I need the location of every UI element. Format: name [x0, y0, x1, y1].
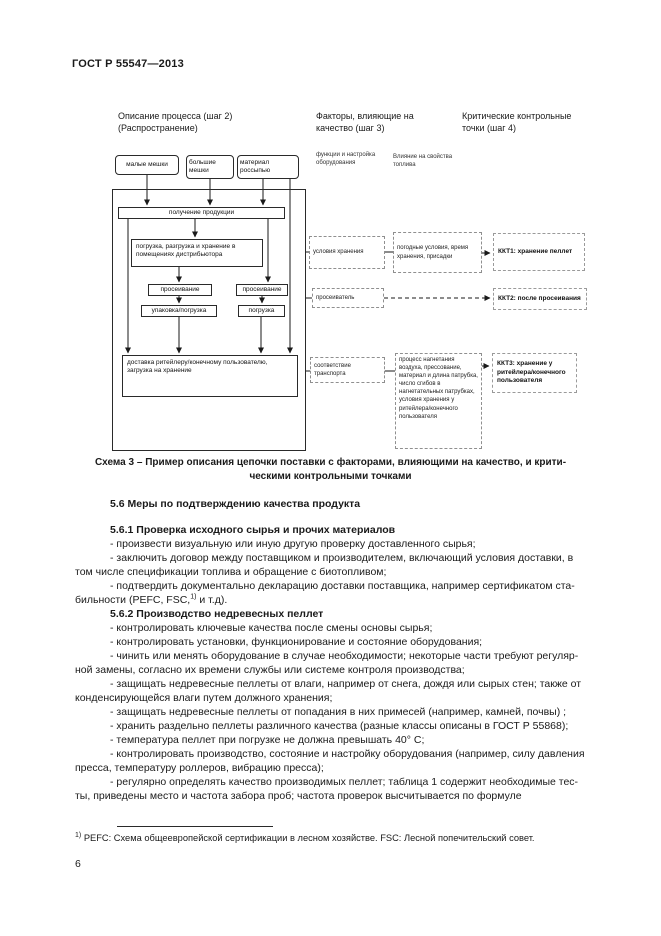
body-paragraph: - чинить или менять оборудование в случа… — [75, 650, 579, 676]
body-paragraph: - подтвердить документально декларацию д… — [75, 580, 575, 606]
footnote-text: PEFC: Схема общеевропейской сертификации… — [81, 833, 535, 843]
ccp3-retailer-storage: ККТ3: хранение у ритейлера/конечного пол… — [492, 353, 577, 393]
column-header-process: Описание процесса (шаг 2) (Распространен… — [118, 111, 233, 133]
factor-process-detail: процесс нагнетания воздуха, прессование,… — [395, 353, 482, 449]
label-fuel-properties: Влияние на свойства топлива — [393, 154, 453, 169]
node-loading: погрузка — [238, 305, 285, 317]
body-paragraph: - заключить договор между поставщиком и … — [75, 552, 574, 578]
ccp1-pellet-storage: ККТ1: хранение пеллет — [493, 233, 585, 271]
body-paragraph: - температура пеллет при погрузке не дол… — [110, 734, 425, 746]
footnote-divider — [117, 826, 273, 827]
body-paragraph: - контролировать ключевые качества после… — [110, 622, 433, 634]
label-equipment-functions: функции и настройка оборудования — [316, 152, 376, 167]
footnote: 1) PEFC: Схема общеевропейской сертифика… — [75, 831, 635, 843]
ccp2-after-sieving: ККТ2: после просеивания — [493, 288, 587, 310]
body-paragraph: - регулярно определять качество производ… — [75, 776, 579, 802]
body-paragraph: - контролировать установки, функциониров… — [110, 636, 483, 648]
body-paragraph: - защищать недревесные пеллеты от попада… — [110, 706, 567, 718]
body-heading: 5.6 Меры по подтверждению качества проду… — [110, 498, 361, 510]
document-header: ГОСТ Р 55547—2013 — [72, 58, 184, 70]
body-paragraph: - защищать недревесные пеллеты от влаги,… — [75, 678, 582, 704]
factor-storage-conditions: условия хранения — [309, 236, 385, 269]
node-receive-production: получение продукции — [118, 207, 285, 219]
body-paragraph: - контролировать производство, состояние… — [75, 748, 585, 774]
node-sieving-left: просеивание — [148, 284, 212, 296]
scheme-3-diagram: Описание процесса (шаг 2) (Распространен… — [0, 105, 661, 460]
column-header-ccp: Критические контрольные точки (шаг 4) — [462, 111, 572, 133]
footnote-marker: 1) — [75, 831, 82, 839]
scheme-3-caption: Схема 3 – Пример описания цепочки постав… — [94, 457, 567, 482]
body-text: 5.6 Меры по подтверждению качества проду… — [75, 497, 620, 803]
node-big-bags: большие мешки — [186, 155, 234, 179]
factor-weather-conditions: погодные условия, время хранения, присад… — [393, 232, 482, 273]
body-heading: 5.6.2 Производство недревесных пеллет — [110, 608, 324, 620]
diagram-connectors — [125, 175, 491, 372]
page-number: 6 — [75, 858, 81, 870]
node-sieving-right: просеивание — [236, 284, 288, 296]
body-heading: 5.6.1 Проверка исходного сырья и прочих … — [110, 524, 396, 536]
node-packing-loading: упаковка/погрузка — [141, 305, 217, 317]
factor-transport-compliance: соответствие транспорта — [310, 357, 385, 383]
body-paragraph: - произвести визуальную или иную другую … — [110, 538, 476, 550]
factor-sieve-device: просеиватель — [312, 288, 384, 308]
node-bulk-material: материал россыпью — [237, 155, 299, 179]
body-paragraph: - хранить раздельно пеллеты различного к… — [110, 720, 569, 732]
column-header-factors: Факторы, влияющие на качество (шаг 3) — [316, 111, 414, 133]
node-small-bags: малые мешки — [115, 155, 179, 175]
node-delivery-retailer: доставка ритейлеру/конечному пользовател… — [122, 355, 298, 397]
node-load-unload-storage: погрузка, разгрузка и хранение в помещен… — [131, 239, 263, 267]
process-boundary-rect — [112, 189, 306, 451]
